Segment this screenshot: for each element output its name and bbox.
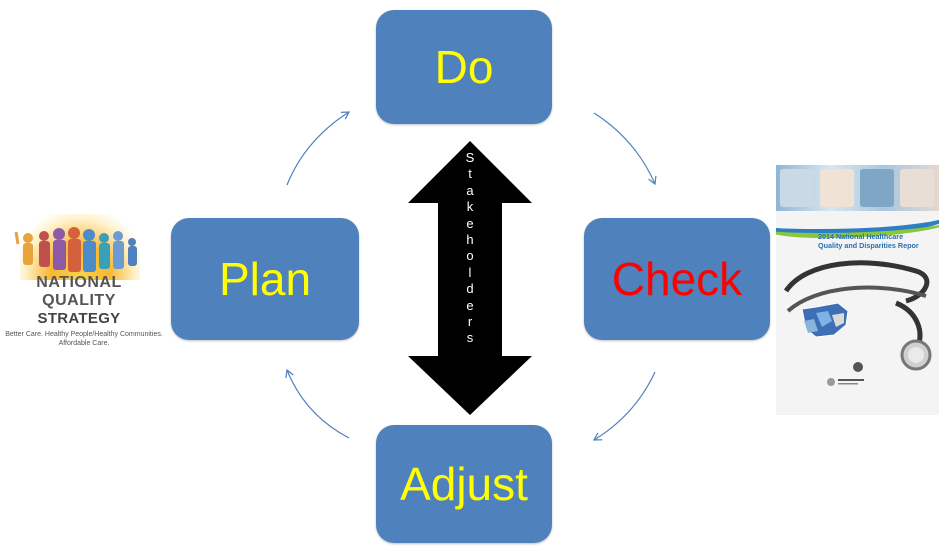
stakeholders-letter: S (465, 150, 475, 165)
stakeholders-letter: l (468, 264, 472, 280)
logo-quality-text: QUALITY (42, 292, 116, 309)
people-silhouettes-graphic (14, 227, 137, 272)
stakeholders-letter: k (466, 199, 474, 215)
plan-label: Plan (218, 253, 312, 305)
stakeholders-letter: e (466, 215, 474, 231)
arrow-do-to-check (593, 112, 657, 186)
check-node: Check (584, 218, 770, 340)
do-label: Do (434, 41, 494, 93)
logo-national-text: NATIONAL (36, 274, 122, 291)
agency-seal-icon (827, 378, 864, 386)
stakeholders-label: S t a k e h o l d e r s (455, 150, 485, 412)
report-title-line1: 2014 National Healthcare (818, 232, 904, 241)
stakeholders-letter: o (466, 248, 474, 264)
stakeholders-letter: t (468, 166, 472, 182)
adjust-label: Adjust (400, 458, 528, 510)
stakeholders-double-arrow (408, 141, 532, 415)
arrow-plan-to-do (286, 111, 351, 186)
stakeholders-letter: d (466, 281, 474, 297)
stakeholders-letter: e (466, 297, 474, 313)
stethoscope-map-graphic (783, 260, 932, 372)
stakeholders-letter: s (466, 330, 474, 346)
plan-node: Plan (171, 218, 359, 340)
adjust-node: Adjust (376, 425, 552, 543)
check-label: Check (611, 253, 743, 305)
report-title-line2: Quality and Disparities Repor (818, 241, 919, 250)
stakeholders-letter: r (467, 314, 473, 330)
stakeholders-letter: a (466, 182, 474, 198)
arrow-adjust-to-plan (285, 368, 350, 439)
national-quality-strategy-logo: NATIONAL QUALITY STRATEGY Better Care. H… (2, 214, 168, 348)
report-footer (826, 377, 926, 388)
logo-tagline: Better Care. Healthy People/Healthy Comm… (5, 331, 163, 347)
stakeholders-letter: h (466, 232, 474, 248)
arrow-check-to-adjust (592, 371, 656, 441)
do-node: Do (376, 10, 552, 124)
report-cover-image: 2014 National Healthcare Quality and Dis… (776, 165, 939, 415)
green-swoosh (776, 209, 939, 238)
logo-strategy-text: STRATEGY (37, 310, 121, 327)
